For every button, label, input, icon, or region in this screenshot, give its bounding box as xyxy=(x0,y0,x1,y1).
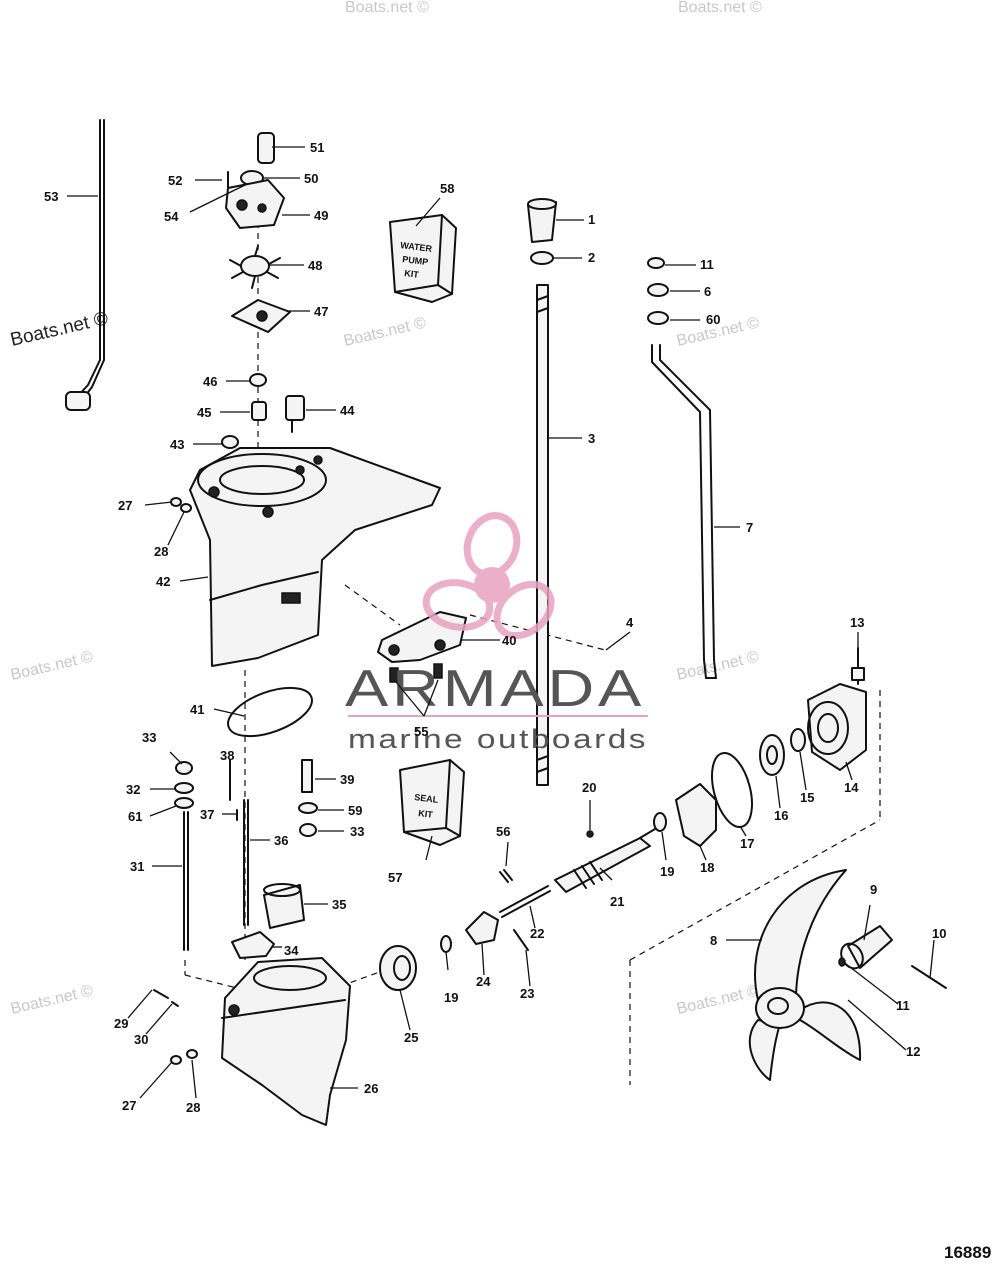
callout-label: 60 xyxy=(706,312,720,327)
watermark: Boats.net © xyxy=(675,982,761,1017)
callout-label: 6 xyxy=(704,284,711,299)
driveshaft xyxy=(527,198,557,786)
callout-label: 27 xyxy=(118,498,132,513)
callout-label: 30 xyxy=(134,1032,148,1047)
logo-name: ARMADA xyxy=(345,660,645,718)
callout-label: 2 xyxy=(588,250,595,265)
callout-label: 40 xyxy=(502,633,516,648)
studs-group xyxy=(174,759,318,959)
callout-label: 13 xyxy=(850,615,864,630)
callout-label: 47 xyxy=(314,304,328,319)
kit-text: KIT xyxy=(418,808,434,820)
callout-label: 20 xyxy=(582,780,596,795)
callout-label: 11 xyxy=(896,998,910,1013)
callout-label: 39 xyxy=(340,772,354,787)
callout-label: 50 xyxy=(304,171,318,186)
callout-label: 7 xyxy=(746,520,753,535)
callout-label: 22 xyxy=(530,926,544,941)
callout-label: 46 xyxy=(203,374,217,389)
callout-label: 25 xyxy=(404,1030,418,1045)
seal-kit-box: SEAL KIT xyxy=(399,759,465,846)
callout-label: 9 xyxy=(870,882,877,897)
callout-label: 37 xyxy=(200,807,214,822)
callout-label: 56 xyxy=(496,824,510,839)
callout-label: 52 xyxy=(168,173,182,188)
callout-label: 33 xyxy=(350,824,364,839)
callout-label: 10 xyxy=(932,926,946,941)
watermark: Boats.net © xyxy=(8,308,110,351)
watermark: Boats.net © xyxy=(9,648,95,683)
callout-label: 19 xyxy=(660,864,674,879)
callout-label: 29 xyxy=(114,1016,128,1031)
callout-label: 48 xyxy=(308,258,322,273)
watermark: Boats.net © xyxy=(678,0,762,16)
armada-logo: ARMADA marine outboards xyxy=(345,512,648,754)
kit-text: PUMP xyxy=(402,254,429,267)
callout-label: 18 xyxy=(700,860,714,875)
callout-label: 45 xyxy=(197,405,211,420)
callout-label: 16 xyxy=(774,808,788,823)
callout-label: 51 xyxy=(310,140,324,155)
shift-shaft xyxy=(647,257,717,679)
propeller xyxy=(748,869,947,1081)
callout-label: 12 xyxy=(906,1044,920,1059)
callout-label: 36 xyxy=(274,833,288,848)
callout-label: 24 xyxy=(476,974,491,989)
callout-label: 34 xyxy=(284,943,299,958)
callout-label: 21 xyxy=(610,894,624,909)
callout-label: 32 xyxy=(126,782,140,797)
callout-label: 17 xyxy=(740,836,754,851)
water-pump-kit-box: WATER PUMP KIT xyxy=(389,214,457,303)
watermark: Boats.net © xyxy=(675,648,761,683)
callout-label: 11 xyxy=(700,257,714,272)
callout-label: 57 xyxy=(388,870,402,885)
propeller-logo-icon xyxy=(422,512,555,640)
kit-text: SEAL xyxy=(414,792,440,805)
callout-label: 44 xyxy=(340,403,355,418)
callout-label: 58 xyxy=(440,181,454,196)
callout-label: 42 xyxy=(156,574,170,589)
callout-label: 54 xyxy=(164,209,179,224)
callout-label: 8 xyxy=(710,933,717,948)
callout-label: 4 xyxy=(626,615,634,630)
callout-label: 1 xyxy=(588,212,595,227)
impeller xyxy=(229,245,281,289)
watermark: Boats.net © xyxy=(342,314,428,349)
diagram-reference-number: 16889 xyxy=(944,1243,991,1262)
callout-label: 19 xyxy=(444,990,458,1005)
callout-label: 27 xyxy=(122,1098,136,1113)
callout-label: 55 xyxy=(414,724,428,739)
callout-label: 14 xyxy=(844,780,859,795)
gear-case xyxy=(153,957,351,1126)
callout-label: 59 xyxy=(348,803,362,818)
callout-label: 31 xyxy=(130,859,144,874)
callout-label: 41 xyxy=(190,702,204,717)
leader-lines xyxy=(67,146,935,1099)
callout-label: 33 xyxy=(142,730,156,745)
callout-label: 49 xyxy=(314,208,328,223)
logo-tagline: marine outboards xyxy=(348,724,648,754)
kit-text: KIT xyxy=(404,268,420,280)
watermark: Boats.net © xyxy=(9,982,95,1017)
prop-shaft-assembly xyxy=(379,647,867,991)
callout-label: 3 xyxy=(588,431,595,446)
callout-label: 53 xyxy=(44,189,58,204)
shift-rod xyxy=(65,119,105,411)
callout-label: 35 xyxy=(332,897,346,912)
callout-label: 28 xyxy=(186,1100,200,1115)
watermark: Boats.net © xyxy=(345,0,429,16)
callout-label: 61 xyxy=(128,809,142,824)
callout-label: 15 xyxy=(800,790,814,805)
callout-label: 26 xyxy=(364,1081,378,1096)
water-pump-assembly xyxy=(170,132,305,513)
callout-label: 28 xyxy=(154,544,168,559)
callout-label: 43 xyxy=(170,437,184,452)
kit-text: WATER xyxy=(400,240,433,254)
callout-label: 38 xyxy=(220,748,234,763)
callout-labels: 1 2 3 4 6 7 8 9 10 11 11 12 13 14 15 16 … xyxy=(44,140,946,1115)
callout-label: 23 xyxy=(520,986,534,1001)
